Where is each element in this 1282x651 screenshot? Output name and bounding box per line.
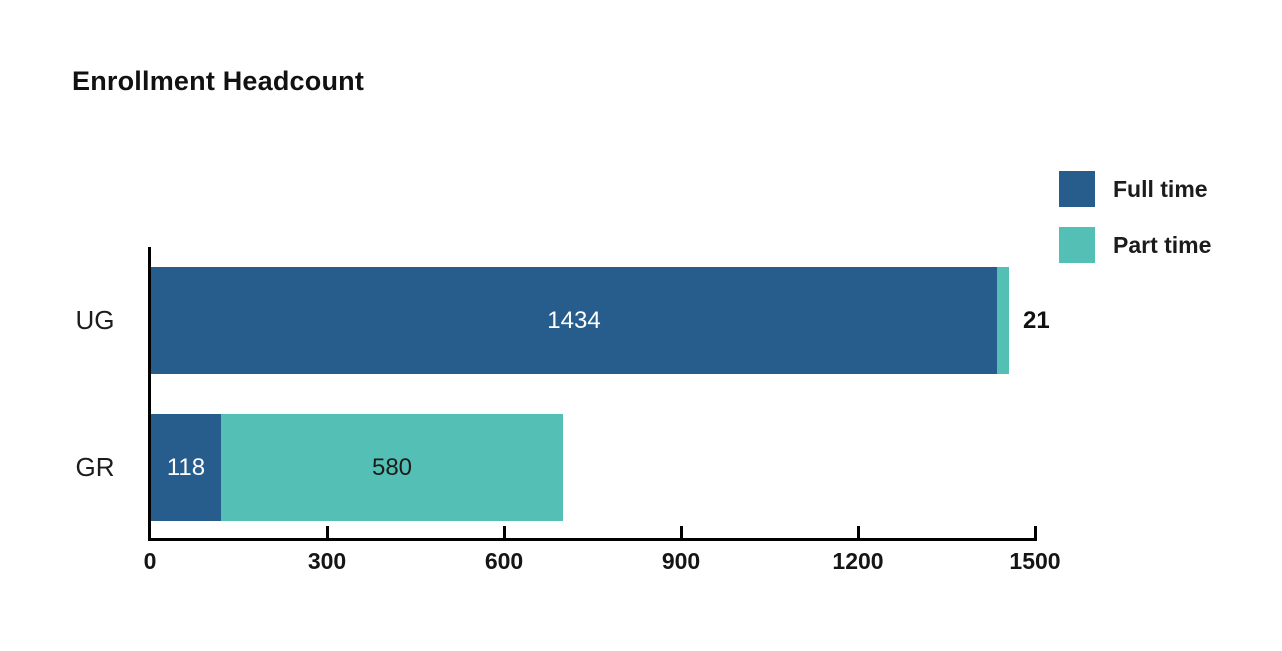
x-axis-tick-label-900: 900 — [661, 548, 701, 574]
x-axis-tick-label-1500: 1500 — [1009, 548, 1061, 574]
y-axis-line — [148, 247, 151, 541]
bar-value-label: 580 — [371, 453, 413, 481]
legend-label-full-time: Full time — [1113, 175, 1208, 202]
legend-label-part-time: Part time — [1113, 231, 1212, 258]
chart-title: Enrollment Headcount — [72, 66, 365, 96]
bar-segment-gr-full-time: 118 — [151, 414, 221, 521]
category-label-ug: UG — [75, 305, 115, 335]
x-axis-line — [148, 538, 1037, 541]
bar-segment-gr-part-time: 580 — [221, 414, 563, 521]
legend: Full time Part time — [1059, 171, 1211, 283]
bar-value-label: 118 — [166, 453, 206, 481]
bar-segment-ug-part-time — [997, 267, 1009, 374]
x-axis-tick-300 — [325, 526, 329, 538]
full-time-swatch-icon — [1059, 171, 1095, 207]
bar-row-ug: 1434 21 — [151, 267, 1050, 374]
legend-item-full-time: Full time — [1059, 171, 1211, 207]
part-time-swatch-icon — [1059, 227, 1095, 263]
bar-value-label: 1434 — [547, 306, 601, 334]
x-axis-tick-1500 — [1033, 526, 1037, 538]
x-axis-tick-600 — [502, 526, 506, 538]
x-axis-tick-900 — [679, 526, 683, 538]
x-axis-tick-1200 — [856, 526, 860, 538]
bar-row-gr: 118 580 — [151, 414, 563, 521]
x-axis-tick-label-600: 600 — [484, 548, 524, 574]
x-axis-tick-label-0: 0 — [143, 548, 157, 574]
bar-value-label-outside: 21 — [1023, 306, 1050, 334]
x-axis-tick-label-300: 300 — [307, 548, 347, 574]
legend-item-part-time: Part time — [1059, 227, 1211, 263]
x-axis-tick-label-1200: 1200 — [832, 548, 884, 574]
bar-segment-ug-full-time: 1434 — [151, 267, 997, 374]
category-label-gr: GR — [75, 452, 115, 482]
